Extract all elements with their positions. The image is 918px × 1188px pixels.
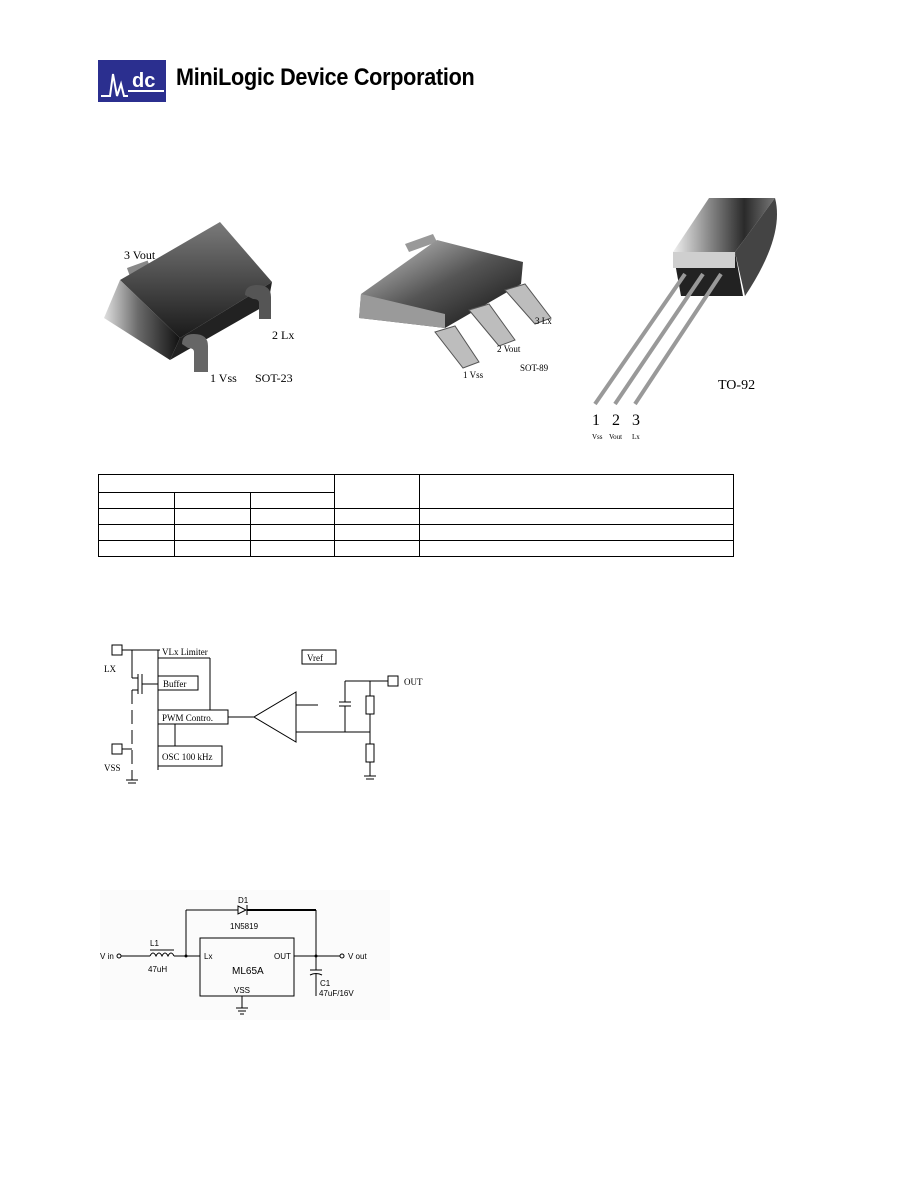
table-cell <box>334 524 421 541</box>
capacitor-c1-label: C1 <box>320 979 331 988</box>
table-row <box>97 540 734 557</box>
buffer-label: Buffer <box>163 679 186 689</box>
table-row <box>97 508 734 525</box>
company-name: MiniLogic Device Corporation <box>176 64 475 91</box>
chip-lx-pin: Lx <box>204 952 212 961</box>
table-header-cell <box>97 474 336 493</box>
sot23-pin1-label: 1 Vss <box>210 371 237 385</box>
to92-pin2-number: 2 <box>612 412 620 429</box>
out-pin-label: OUT <box>404 677 423 687</box>
sot23-pin2-label: 2 Lx <box>272 328 295 342</box>
chip-out-pin: OUT <box>274 952 291 961</box>
table-header-cell <box>419 474 734 509</box>
oscillator-label: OSC 100 kHz <box>162 752 213 762</box>
table-row <box>97 474 734 509</box>
table-cell <box>174 508 252 525</box>
table-cell <box>419 524 734 541</box>
sot89-pin3-label: 3 Lx <box>535 316 552 326</box>
table-header-cell <box>334 474 421 509</box>
table-row <box>97 524 734 541</box>
table-subheader-cell <box>97 492 176 509</box>
sot23-package-illustration <box>100 220 310 395</box>
sot23-package-name: SOT-23 <box>255 371 293 385</box>
to92-pin1-name: Vss <box>592 433 603 441</box>
table-cell <box>250 540 336 557</box>
to92-pin2-name: Vout <box>609 433 623 441</box>
pwm-control-label: PWM Contro. <box>162 713 213 723</box>
block-diagram: LX VSS VLx Limiter Buffer PWM Contro. OS… <box>100 640 440 785</box>
sot23-pin3-label: 3 Vout <box>124 248 156 262</box>
to92-package-illustration <box>585 196 785 411</box>
to92-package-name: TO-92 <box>718 378 756 393</box>
lx-pin-label: LX <box>104 664 116 674</box>
application-circuit: V in L1 47uH D1 1N5819 Lx OUT ML65A VSS … <box>100 890 390 1020</box>
chip-part-number: ML65A <box>232 966 264 977</box>
table-cell <box>174 524 252 541</box>
table-cell <box>97 508 176 525</box>
table-cell <box>250 508 336 525</box>
vref-label: Vref <box>307 653 323 663</box>
table-subheader-cell <box>174 492 252 509</box>
pin-assignment-table <box>97 474 734 557</box>
table-subheader-cell <box>250 492 336 509</box>
table-cell <box>250 524 336 541</box>
inductor-l1-label: L1 <box>150 939 159 948</box>
sot89-pin1-label: 1 Vss <box>463 370 484 380</box>
vss-pin-label: VSS <box>104 763 121 773</box>
table-cell <box>419 508 734 525</box>
vlx-limiter-label: VLx Limiter <box>162 647 208 657</box>
table-cell <box>97 540 176 557</box>
chip-vss-pin: VSS <box>234 986 250 995</box>
to92-pin1-number: 1 <box>592 412 600 429</box>
table-cell <box>97 524 176 541</box>
table-cell <box>334 540 421 557</box>
company-logo: dc <box>98 60 166 102</box>
vout-label: V out <box>348 952 367 961</box>
inductor-l1-value: 47uH <box>148 965 167 974</box>
table-cell <box>334 508 421 525</box>
table-cell <box>419 540 734 557</box>
capacitor-c1-value: 47uF/16V <box>319 989 354 998</box>
vin-label: V in <box>100 952 114 961</box>
sot89-pin2-label: 2 Vout <box>497 344 521 354</box>
to92-pin3-number: 3 <box>632 412 640 429</box>
svg-text:dc: dc <box>132 70 155 92</box>
diode-d1-label: D1 <box>238 896 249 905</box>
table-cell <box>174 540 252 557</box>
sot89-package-illustration <box>355 222 555 382</box>
diode-d1-value: 1N5819 <box>230 922 259 931</box>
to92-pin3-name: Lx <box>632 433 640 441</box>
sot89-package-name: SOT-89 <box>520 363 549 373</box>
